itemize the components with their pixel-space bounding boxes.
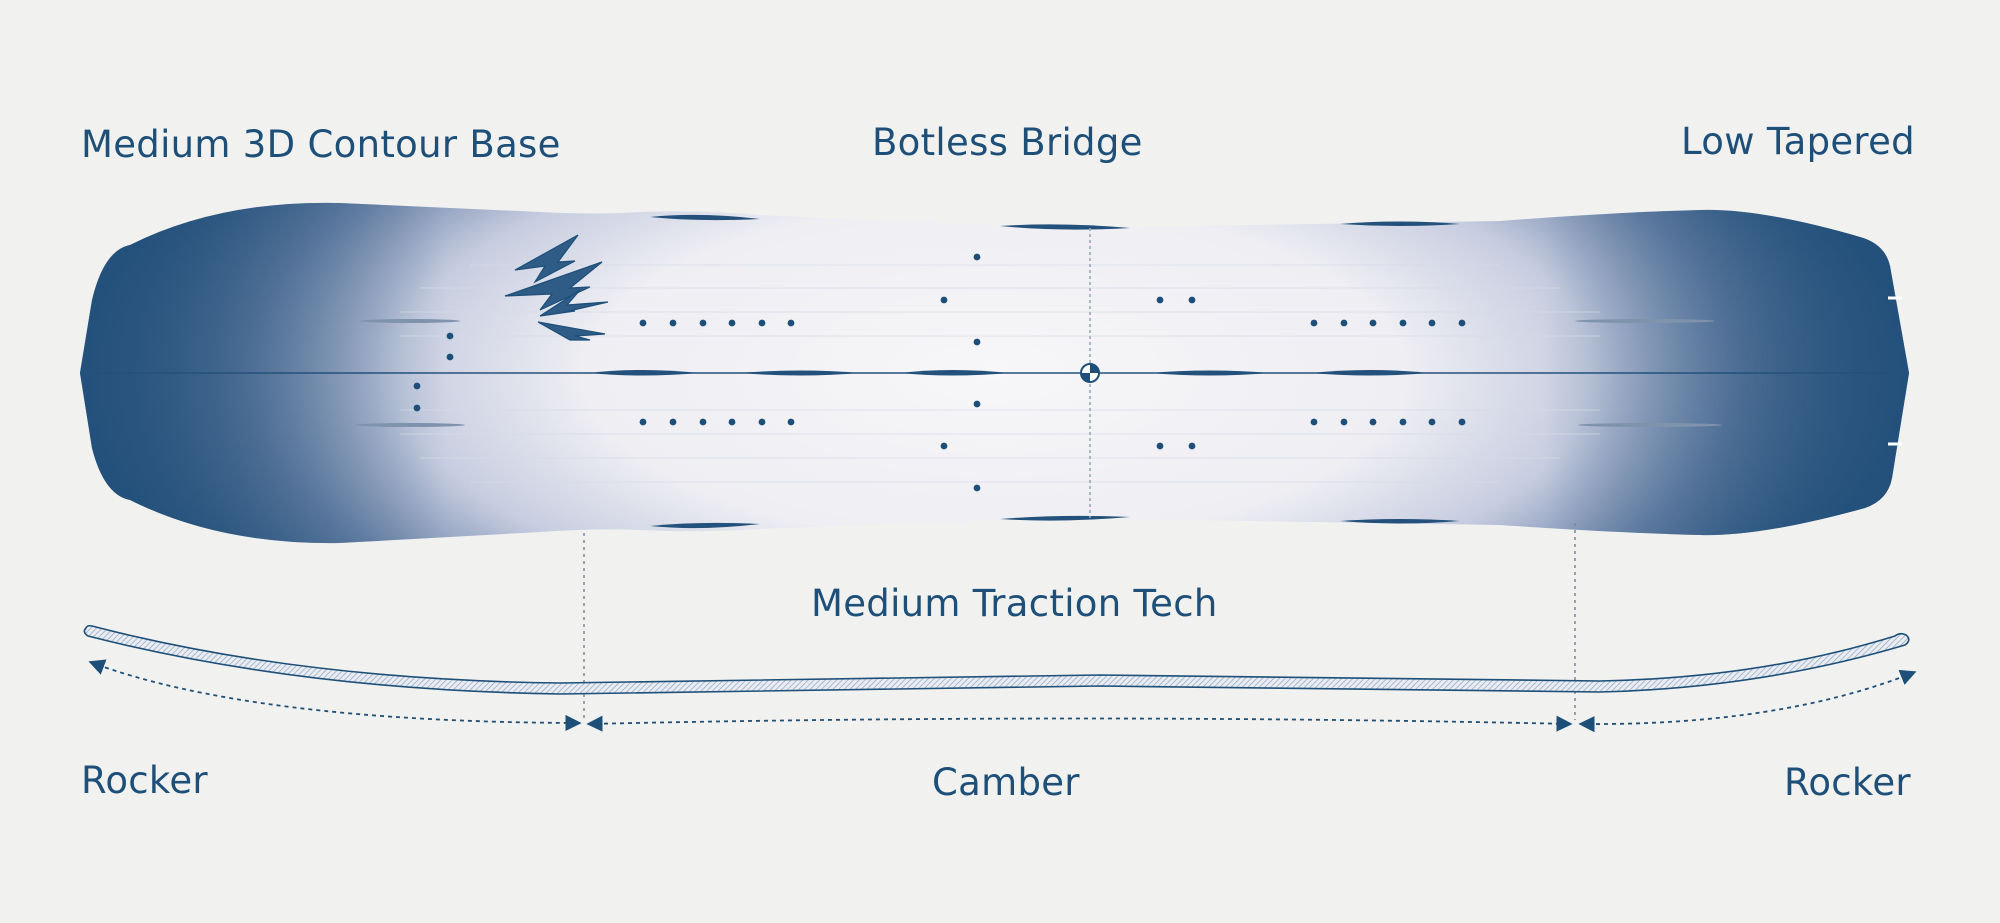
snowboard-top-view (80, 202, 1909, 544)
skin-slots (355, 319, 1722, 427)
jones-mountain-logo (504, 234, 609, 341)
label-traction-tech: Medium Traction Tech (811, 582, 1218, 625)
label-camber: Camber (932, 761, 1080, 804)
board-profile (83, 624, 1910, 695)
center-marker-icon (1080, 363, 1100, 383)
label-rocker-left: Rocker (81, 759, 208, 802)
left-rocker-arrow (88, 659, 582, 732)
label-rocker-right: Rocker (1784, 761, 1911, 804)
right-rocker-arrow (1578, 669, 1917, 733)
sidecut-marks (650, 214, 1460, 529)
traction-wave (590, 370, 1430, 376)
label-contour-base: Medium 3D Contour Base (81, 123, 561, 166)
board-grain-lines (400, 264, 1600, 483)
camber-arrow (586, 715, 1573, 732)
tail-clips (1888, 296, 1902, 446)
insert-holes (413, 253, 1466, 492)
profile-arrows (88, 659, 1917, 733)
label-botless-bridge: Botless Bridge (872, 121, 1143, 164)
label-low-tapered: Low Tapered (1681, 120, 1915, 163)
